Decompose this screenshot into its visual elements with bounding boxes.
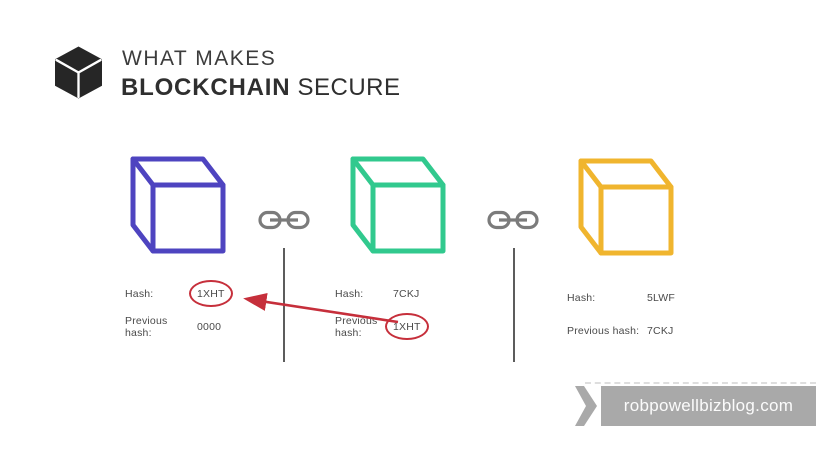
previous-hash-row: Previous hash: 7CKJ <box>567 324 675 337</box>
previous-hash-label: Previous hash: <box>567 324 640 337</box>
block-2-hash-panel: Hash: 7CKJ Previous hash: 1XHT <box>335 287 429 340</box>
banner-dashed-edge <box>585 382 816 384</box>
previous-hash-value: 0000 <box>197 320 222 333</box>
previous-hash-row: Previous hash: 0000 <box>125 315 225 339</box>
title-regular-word: SECURE <box>290 74 401 101</box>
block-2-cube-icon <box>350 156 446 254</box>
hash-label: Hash: <box>125 287 154 300</box>
hash-value: 1XHT <box>189 279 233 307</box>
block-1-cube-icon <box>130 156 226 254</box>
watermark-banner: robpowellbizblog.com <box>601 386 816 426</box>
title-bold-word: BLOCKCHAIN <box>121 74 291 101</box>
title-line1: WHAT MAKES <box>122 47 277 70</box>
block-1-hash-panel: Hash: 1XHT Previous hash: 0000 <box>125 279 233 339</box>
watermark-text: robpowellbizblog.com <box>623 396 794 415</box>
chain-link-icon-1 <box>258 210 310 230</box>
block-3-hash-panel: Hash: 5LWF Previous hash: 7CKJ <box>567 291 675 337</box>
hash-value: 5LWF <box>647 291 676 304</box>
previous-hash-value: 1XHT <box>385 312 429 340</box>
divider-line-1 <box>283 248 285 362</box>
hash-row: Hash: 7CKJ <box>335 287 421 300</box>
hash-value: 7CKJ <box>393 287 420 300</box>
title-line2: BLOCKCHAIN SECURE <box>121 74 401 102</box>
hash-label: Hash: <box>335 287 364 300</box>
previous-hash-label: Previous hash: <box>335 314 378 339</box>
banner-chevron-icon <box>575 386 597 426</box>
previous-hash-value: 7CKJ <box>647 324 674 337</box>
hash-row: Hash: 5LWF <box>567 291 675 304</box>
previous-hash-label: Previous hash: <box>125 314 168 339</box>
hash-label: Hash: <box>567 291 596 304</box>
chain-link-icon-2 <box>487 210 539 230</box>
block-3-cube-icon <box>578 158 674 256</box>
divider-line-2 <box>513 248 515 362</box>
brand-cube-icon <box>55 46 102 99</box>
previous-hash-row: Previous hash: 1XHT <box>335 312 429 340</box>
hash-row: Hash: 1XHT <box>125 279 233 307</box>
